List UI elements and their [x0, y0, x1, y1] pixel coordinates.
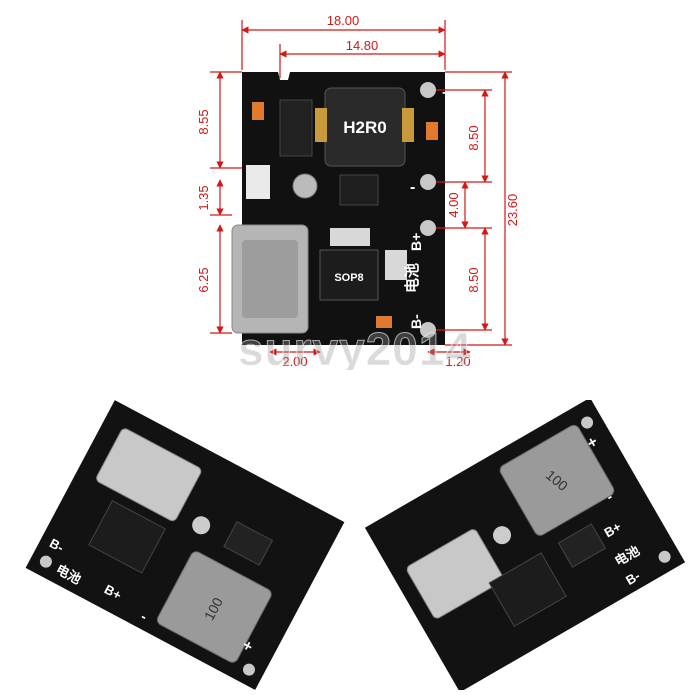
dimension-diagram-panel: H2R0 SOP8 + - B+ B- 电池 — [180, 0, 520, 376]
usb-c-connector — [231, 224, 309, 334]
dimension-bottom-left: 2.00 — [282, 354, 307, 369]
pcb-board — [25, 400, 345, 690]
photo-right-svg: 100 + - B+ 电池 B- — [364, 397, 686, 693]
dimension-left-mid: 1.35 — [196, 185, 211, 210]
resistor-row — [330, 228, 370, 246]
potentiometer — [292, 173, 318, 199]
silk-bplus-label: B+ — [408, 233, 424, 251]
dimension-height-total: 23.60 — [505, 194, 520, 227]
dimension-width-total: 18.00 — [327, 13, 360, 28]
dimension-left-bottom: 6.25 — [196, 267, 211, 292]
silk-battery-label: 电池 — [403, 263, 421, 293]
inductor — [156, 551, 272, 663]
inductor-label: H2R0 — [343, 118, 386, 137]
photo-left-svg: 100 B- 电池 B+ - + — [25, 400, 345, 690]
silk-minus-label: - — [138, 608, 150, 624]
silk-plus-label: + — [442, 85, 451, 102]
mosfet-package — [339, 174, 379, 206]
smd-capacitor — [376, 316, 392, 328]
pad-plus — [242, 663, 255, 676]
sop8-chip — [488, 552, 567, 627]
silk-bplus-label: B+ — [102, 582, 124, 603]
inductor: H2R0 — [315, 87, 414, 167]
sop8-chip: SOP8 — [319, 249, 379, 301]
dimension-left-top: 8.55 — [196, 109, 211, 134]
usb-c-connector — [406, 529, 504, 619]
potentiometer — [493, 526, 512, 545]
silk-bminus-label: B- — [408, 314, 424, 329]
dimension-width-inner: 14.80 — [346, 38, 379, 53]
product-photo-right: 100 + - B+ 电池 B- — [360, 397, 690, 693]
inductor — [499, 424, 615, 536]
silk-bminus-label: B- — [623, 568, 642, 588]
dimension-lines — [210, 20, 512, 356]
watermark: survy2014 — [238, 323, 472, 370]
small-ic — [385, 250, 407, 280]
silk-minus-label: - — [410, 179, 415, 196]
pad-plus — [581, 416, 594, 429]
dimension-right-gap: 4.00 — [446, 192, 461, 217]
pad-minus — [420, 174, 436, 190]
smd-capacitor — [426, 122, 438, 140]
pad-bminus — [420, 322, 436, 338]
pad-bplus — [420, 220, 436, 236]
diode-package — [279, 99, 313, 157]
pcb-board — [364, 397, 686, 693]
diode-package — [557, 523, 607, 568]
pad-bminus — [39, 555, 52, 568]
dimension-bottom-right: 1.20 — [445, 354, 470, 369]
silk-bminus-label: B- — [47, 535, 66, 555]
pad-plus — [420, 82, 436, 98]
diode-package — [223, 521, 274, 566]
dimension-right-lower: 8.50 — [466, 267, 481, 292]
product-photo-left: 100 B- 电池 B+ - + — [20, 400, 350, 690]
dimension-diagram: H2R0 SOP8 + - B+ B- 电池 — [196, 13, 520, 376]
resistor-array — [246, 165, 270, 199]
smd-capacitor — [252, 102, 264, 120]
pad-bminus — [658, 550, 671, 563]
usb-c-connector — [96, 428, 202, 522]
dimension-right-upper: 8.50 — [466, 125, 481, 150]
sop8-chip — [88, 500, 166, 574]
chip-label: SOP8 — [334, 272, 363, 284]
potentiometer — [192, 516, 211, 535]
